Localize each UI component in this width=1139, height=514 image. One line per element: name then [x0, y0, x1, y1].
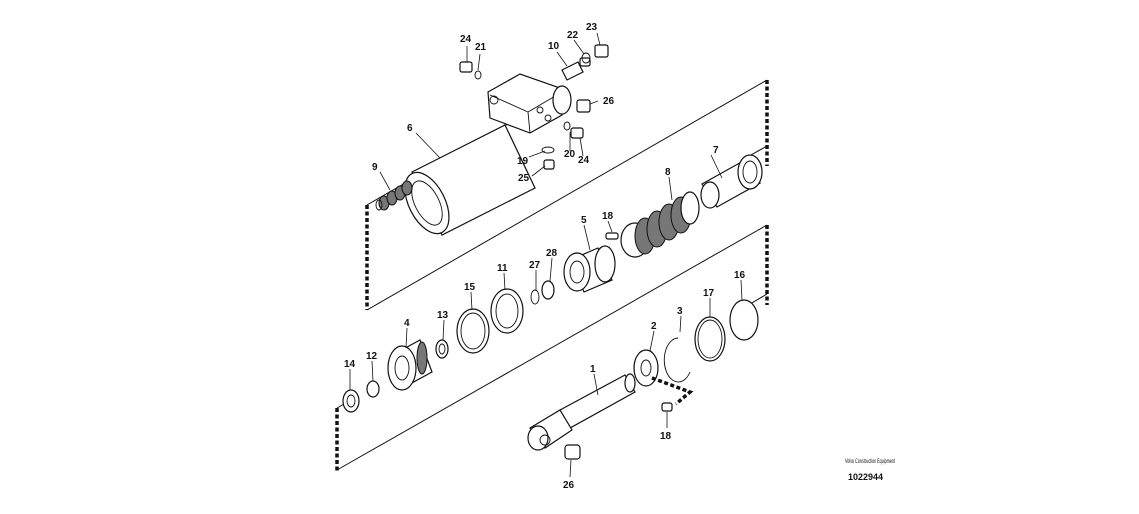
callout-27: 27: [529, 260, 541, 271]
drawing-reference: Volvo Construction Equipment 1022944: [845, 459, 895, 482]
company-name: Volvo Construction Equipment: [845, 459, 895, 465]
callout-9: 9: [372, 162, 378, 173]
gland-assembly: [342, 308, 490, 413]
callout-12: 12: [366, 351, 378, 362]
callout-5: 5: [581, 215, 587, 226]
callout-3: 3: [677, 306, 683, 317]
cylinder-tube: [404, 73, 572, 236]
fittings: [459, 44, 609, 170]
small-spring: [375, 180, 413, 211]
callout-22: 22: [567, 30, 579, 41]
rings-and-plate: [633, 299, 759, 387]
piston-assembly: [490, 232, 619, 334]
piston-rod: [527, 373, 694, 460]
callout-20: 19: [517, 156, 529, 167]
callout-6: 6: [407, 123, 413, 134]
callout-14: 14: [344, 359, 356, 370]
callout-25: 25: [518, 173, 530, 184]
callout-24-top: 24: [460, 34, 472, 45]
callout-24-mid: 24: [578, 155, 590, 166]
callout-1: 1: [590, 364, 596, 375]
callout-21-top: 21: [475, 42, 487, 53]
drawing-number: 1022944: [848, 472, 883, 482]
callout-28: 28: [546, 248, 558, 259]
callout-labels: 24 21 10 22 23 26 6 9 19 20 24 25 7 8 5 …: [344, 22, 746, 491]
callout-17: 17: [703, 288, 715, 299]
callout-19: 18: [602, 211, 614, 222]
leader-lines: [349, 32, 743, 478]
callout-15: 15: [464, 282, 476, 293]
callout-4: 4: [404, 318, 410, 329]
callout-11: 11: [497, 263, 508, 274]
callout-16: 16: [734, 270, 746, 281]
callout-10: 10: [548, 41, 560, 52]
callout-23: 23: [586, 22, 598, 33]
callout-7: 7: [713, 145, 719, 156]
callout-26-top: 26: [603, 96, 615, 107]
callout-13: 13: [437, 310, 449, 321]
callout-8: 8: [665, 167, 671, 178]
large-spring: [620, 191, 700, 258]
callout-2: 2: [651, 321, 657, 332]
guide-sleeve: [700, 154, 763, 209]
callout-18: 18: [660, 431, 672, 442]
callout-21-mid: 20: [564, 149, 576, 160]
callout-26-bottom: 26: [563, 480, 575, 491]
